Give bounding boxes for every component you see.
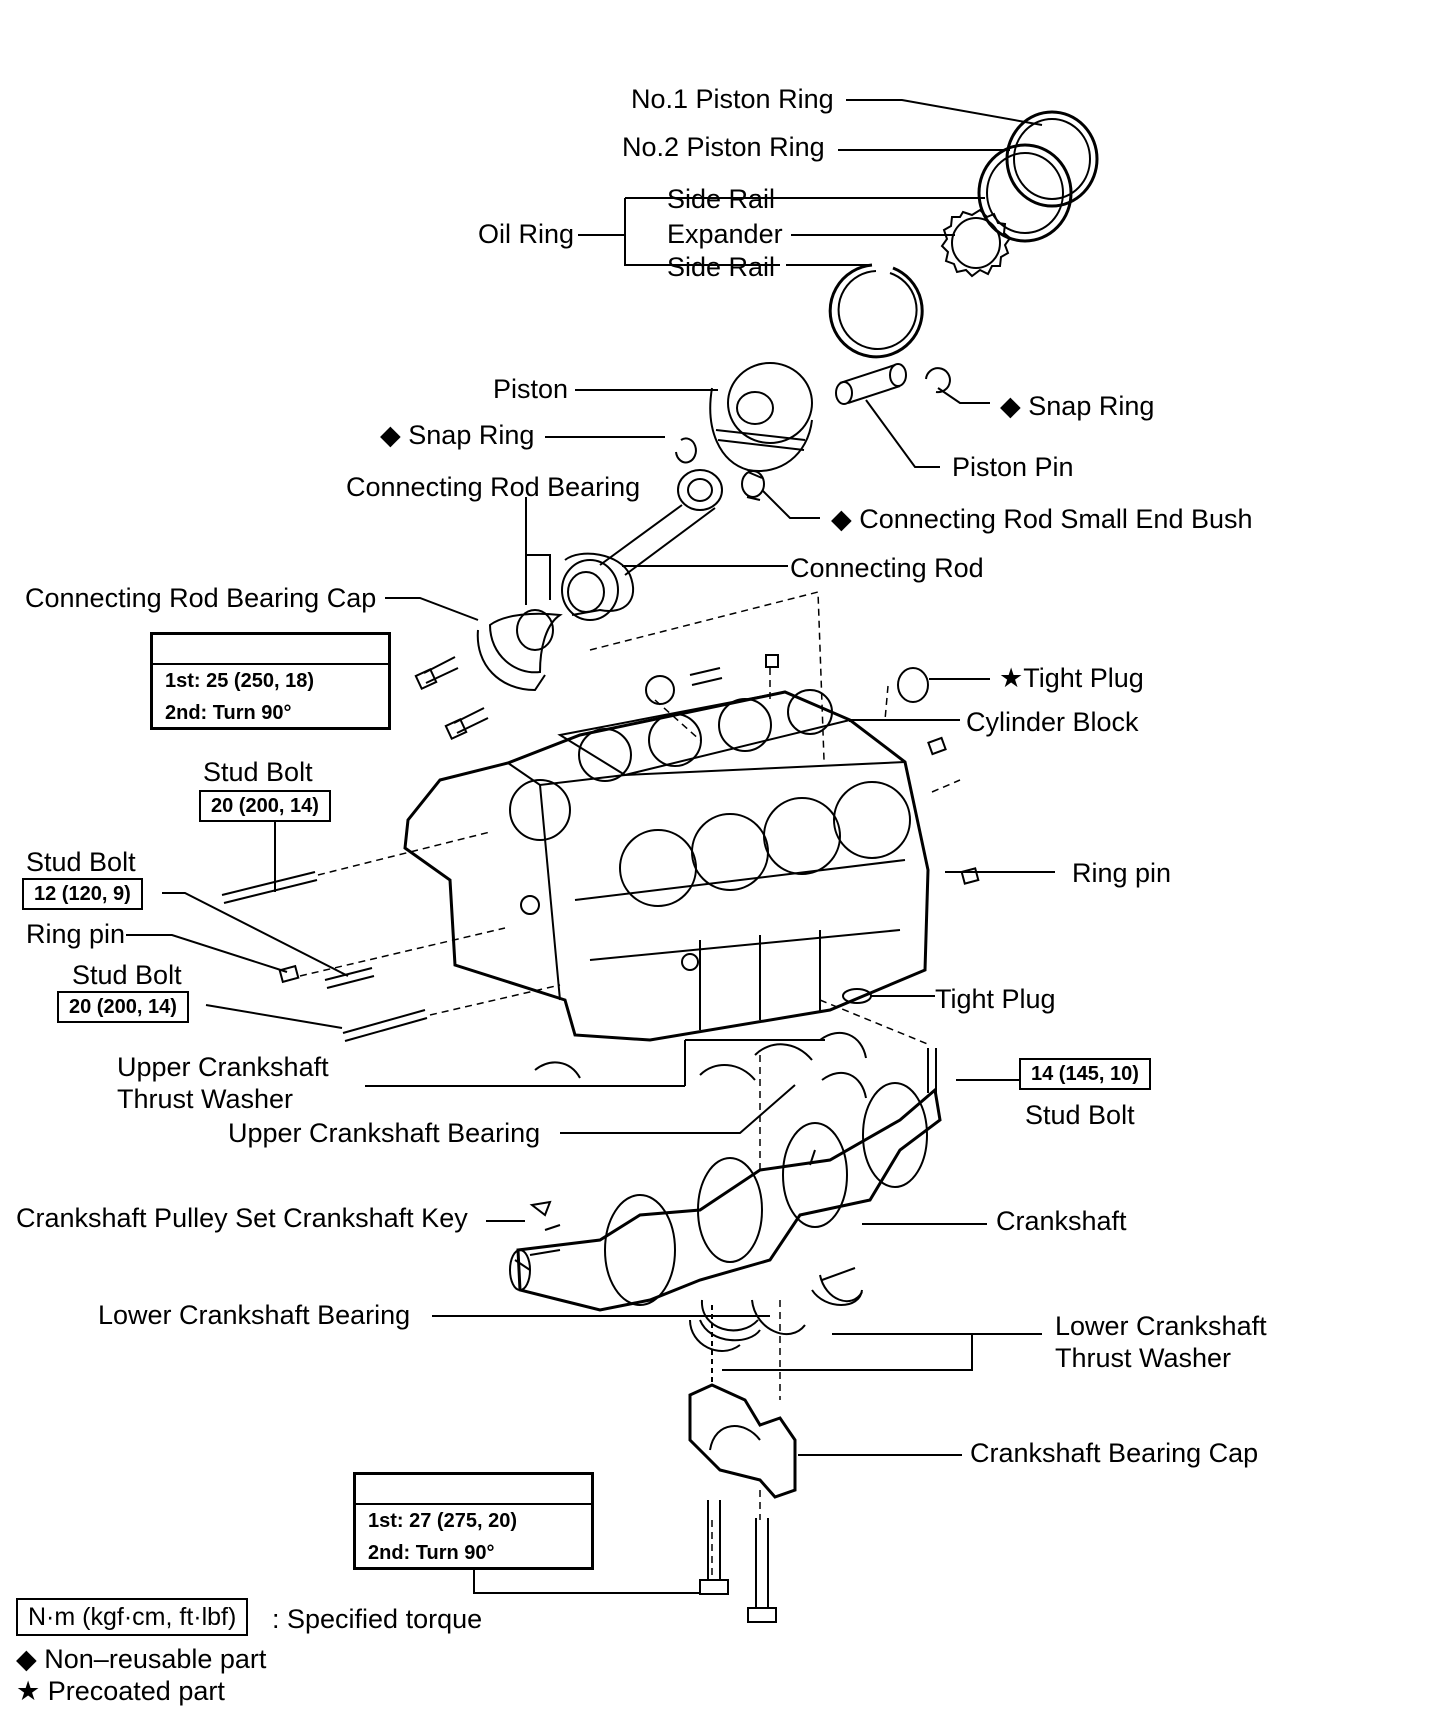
label-stud-bolt-2: Stud Bolt xyxy=(26,847,136,877)
label-stud-bolt-4: Stud Bolt xyxy=(1025,1100,1135,1130)
label-crankshaft: Crankshaft xyxy=(996,1206,1127,1236)
crankshaft-bearing-cap-drawing xyxy=(688,1305,797,1623)
alignment-lines xyxy=(299,591,961,1580)
torque-box-header xyxy=(356,1475,591,1505)
label-ring-pin-left: Ring pin xyxy=(26,919,126,949)
label-connecting-rod-bearing-cap: Connecting Rod Bearing Cap xyxy=(25,583,377,613)
piston-drawing xyxy=(675,362,951,501)
label-lower-crankshaft-bearing: Lower Crankshaft Bearing xyxy=(98,1300,411,1330)
label-lower-thrust-washer: Lower Crankshaft Thrust Washer xyxy=(1055,1310,1267,1374)
label-lower-thrust-washer-line1: Lower Crankshaft xyxy=(1055,1311,1267,1341)
label-crankshaft-key: Crankshaft Pulley Set Crankshaft Key xyxy=(16,1203,468,1233)
label-side-rail-top: Side Rail xyxy=(667,184,776,214)
torque-rod-cap-1st: 1st: 25 (250, 18) xyxy=(165,670,314,692)
label-upper-thrust-washer-line2: Thrust Washer xyxy=(117,1084,294,1114)
label-stud-bolt-1: Stud Bolt xyxy=(203,757,313,787)
label-cylinder-block: Cylinder Block xyxy=(966,707,1139,737)
torque-box-main-cap: 1st: 27 (275, 20) 2nd: Turn 90° xyxy=(353,1472,594,1570)
leader-lines xyxy=(126,99,1055,1594)
label-tight-plug-top: ★Tight Plug xyxy=(999,663,1144,693)
label-tight-plug-bottom: Tight Plug xyxy=(935,984,1056,1014)
precoated-mark: ★ xyxy=(999,663,1024,693)
label-connecting-rod-bearing: Connecting Rod Bearing xyxy=(346,472,641,502)
legend-precoated-text: Precoated part xyxy=(47,1676,225,1706)
torque-stud-bolt-1: 20 (200, 14) xyxy=(199,790,331,822)
label-piston: Piston xyxy=(493,374,569,404)
label-tight-plug-top-text: Tight Plug xyxy=(1023,663,1144,693)
label-snap-ring-left-text: Snap Ring xyxy=(408,420,535,450)
non-reusable-mark: ◆ xyxy=(831,504,852,534)
label-small-end-bush-text: Connecting Rod Small End Bush xyxy=(859,504,1253,534)
torque-main-cap-2nd: 2nd: Turn 90° xyxy=(368,1542,495,1564)
cylinder-block-drawing xyxy=(403,675,930,1042)
label-snap-ring-left: ◆ Snap Ring xyxy=(380,420,534,450)
non-reusable-mark: ◆ xyxy=(1000,391,1021,421)
label-side-rail-bottom: Side Rail xyxy=(667,252,776,282)
label-no1-piston-ring: No.1 Piston Ring xyxy=(631,84,834,114)
label-piston-pin: Piston Pin xyxy=(952,452,1074,482)
label-snap-ring-right: ◆ Snap Ring xyxy=(1000,391,1154,421)
legend-torque-unit: N·m (kgf·cm, ft·lbf) xyxy=(16,1598,249,1636)
legend-precoated: ★ Precoated part xyxy=(16,1676,225,1706)
non-reusable-mark: ◆ xyxy=(380,420,401,450)
label-oil-ring: Oil Ring xyxy=(478,219,575,249)
torque-main-cap-1st: 1st: 27 (275, 20) xyxy=(368,1510,517,1532)
legend-non-reusable: ◆ Non–reusable part xyxy=(16,1644,266,1674)
crankshaft-drawing xyxy=(509,1031,942,1352)
torque-stud-bolt-4: 14 (145, 10) xyxy=(1019,1058,1151,1090)
label-stud-bolt-3: Stud Bolt xyxy=(72,960,182,990)
label-small-end-bush: ◆ Connecting Rod Small End Bush xyxy=(831,504,1253,534)
label-no2-piston-ring: No.2 Piston Ring xyxy=(622,132,825,162)
label-upper-thrust-washer-line1: Upper Crankshaft xyxy=(117,1052,329,1082)
label-lower-thrust-washer-line2: Thrust Washer xyxy=(1055,1343,1232,1373)
connecting-rod-drawing xyxy=(414,469,723,741)
precoated-mark: ★ xyxy=(16,1676,41,1706)
torque-box-header xyxy=(153,635,388,665)
legend-non-reusable-text: Non–reusable part xyxy=(44,1644,267,1674)
legend-torque-desc: : Specified torque xyxy=(272,1604,483,1634)
torque-rod-cap-2nd: 2nd: Turn 90° xyxy=(165,702,292,724)
label-crankshaft-bearing-cap: Crankshaft Bearing Cap xyxy=(970,1438,1259,1468)
torque-stud-bolt-2: 12 (120, 9) xyxy=(22,878,143,910)
label-expander: Expander xyxy=(667,219,783,249)
label-upper-crankshaft-bearing: Upper Crankshaft Bearing xyxy=(228,1118,541,1148)
non-reusable-mark: ◆ xyxy=(16,1644,37,1674)
torque-box-rod-cap: 1st: 25 (250, 18) 2nd: Turn 90° xyxy=(150,632,391,730)
label-connecting-rod: Connecting Rod xyxy=(790,553,984,583)
torque-stud-bolt-3: 20 (200, 14) xyxy=(57,991,189,1023)
label-upper-thrust-washer: Upper Crankshaft Thrust Washer xyxy=(117,1051,329,1115)
label-snap-ring-right-text: Snap Ring xyxy=(1028,391,1155,421)
small-parts-drawing xyxy=(221,654,980,1093)
label-ring-pin-right: Ring pin xyxy=(1072,858,1172,888)
